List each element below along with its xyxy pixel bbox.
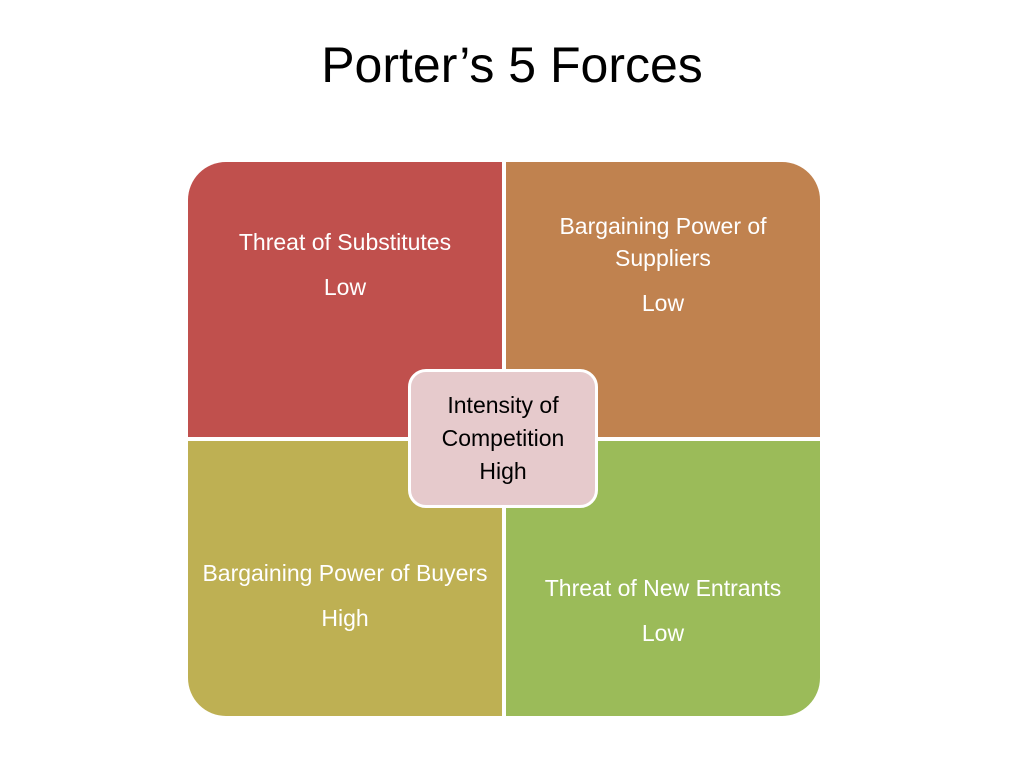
slide-title: Porter’s 5 Forces (321, 37, 703, 93)
quadrant-label: Bargaining Power of Suppliers (559, 213, 767, 271)
quadrant-level: Low (641, 290, 685, 316)
quadrant-label: Threat of New Entrants (544, 575, 782, 601)
center-level: High (479, 458, 527, 484)
quadrant-level: Low (323, 274, 367, 300)
center-label-line-2: Competition (441, 425, 565, 451)
quadrant-level: High (321, 605, 369, 631)
center-label-line-1: Intensity of (447, 392, 559, 418)
center-competition-box: Intensity of Competition High (408, 369, 598, 508)
quadrant-threat-of-substitutes: Threat of Substitutes Low (188, 162, 502, 437)
quadrant-level: Low (641, 620, 685, 646)
quadrant-label: Bargaining Power of Buyers (202, 560, 488, 586)
quadrant-label: Threat of Substitutes (238, 229, 452, 255)
